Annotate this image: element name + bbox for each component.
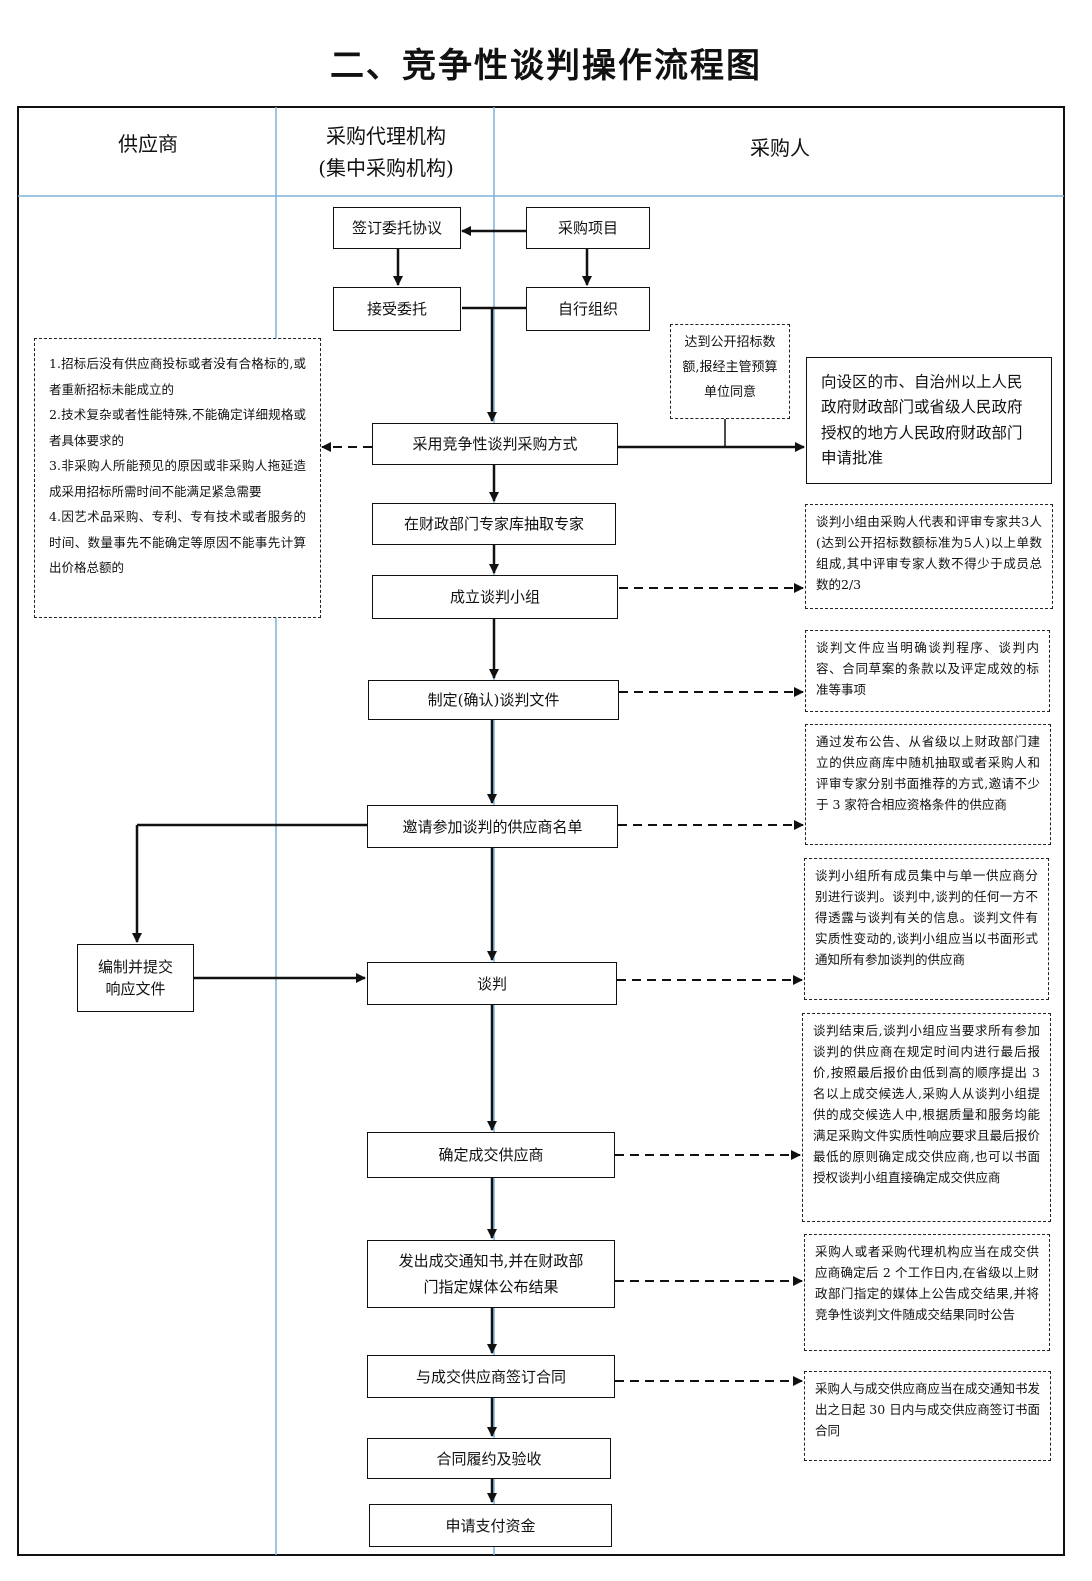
node-sign-contract: 与成交供应商签订合同	[367, 1355, 615, 1398]
note-determine: 谈判结束后,谈判小组应当要求所有参加谈判的供应商在规定时间内进行最后报价,按照最…	[802, 1013, 1051, 1222]
note-condition-2: 2.技术复杂或者性能特殊,不能确定详细规格或者具体要求的	[49, 407, 306, 448]
note-threshold: 达到公开招标数额,报经主管预算单位同意	[670, 324, 790, 419]
note-announce: 采购人或者采购代理机构应当在成交供应商确定后 2 个工作日内,在省级以上财政部门…	[804, 1234, 1050, 1351]
node-negotiate: 谈判	[367, 962, 617, 1005]
lane-header-agency-line2: (集中采购机构)	[318, 156, 454, 180]
note-conditions: 1.招标后没有供应商投标或者没有合格标的,或者重新招标未能成立的 2.技术复杂或…	[34, 338, 321, 618]
node-form-team: 成立谈判小组	[372, 575, 618, 619]
note-invite: 通过发布公告、从省级以上财政部门建立的供应商库中随机抽取或者采购人和评审专家分别…	[805, 724, 1051, 845]
node-prepare-response-line2: 响应文件	[105, 980, 166, 998]
node-sign-agreement: 签订委托协议	[333, 207, 461, 249]
node-draw-experts: 在财政部门专家库抽取专家	[372, 503, 616, 545]
lane-header-purchaser: 采购人	[750, 136, 810, 160]
node-accept-entrust: 接受委托	[333, 287, 461, 331]
lane-header-supplier: 供应商	[118, 132, 178, 156]
node-issue-notice: 发出成交通知书,并在财政部 门指定媒体公布结果	[367, 1240, 615, 1308]
node-self-organize: 自行组织	[526, 287, 650, 331]
lane-header-agency: 采购代理机构 (集中采购机构)	[278, 120, 494, 184]
note-condition-1: 1.招标后没有供应商投标或者没有合格标的,或者重新招标未能成立的	[49, 356, 306, 397]
node-issue-notice-line1: 发出成交通知书,并在财政部	[398, 1252, 584, 1270]
node-issue-notice-line2: 门指定媒体公布结果	[423, 1278, 559, 1296]
lane-header-agency-line1: 采购代理机构	[326, 124, 446, 148]
node-apply-payment: 申请支付资金	[369, 1504, 612, 1547]
note-team: 谈判小组由采购人代表和评审专家共3人(达到公开招标数额标准为5人)以上单数组成,…	[805, 504, 1053, 609]
node-make-docs: 制定(确认)谈判文件	[368, 680, 619, 720]
outer-frame	[17, 106, 1065, 1556]
node-prepare-response: 编制并提交 响应文件	[77, 944, 194, 1012]
node-adopt-method: 采用竞争性谈判采购方式	[372, 423, 618, 465]
note-condition-4: 4.因艺术品采购、专利、专有技术或者服务的时间、数量事先不能确定等原因不能事先计…	[49, 509, 306, 575]
note-contract: 采购人与成交供应商应当在成交通知书发出之日起 30 日内与成交供应商签订书面合同	[804, 1371, 1051, 1461]
note-condition-3: 3.非采购人所能预见的原因或非采购人拖延造成采用招标所需时间不能满足紧急需要	[49, 458, 306, 499]
node-determine-supplier: 确定成交供应商	[367, 1132, 615, 1178]
node-perform-accept: 合同履约及验收	[367, 1438, 611, 1479]
node-prepare-response-line1: 编制并提交	[97, 958, 173, 976]
node-invite-list: 邀请参加谈判的供应商名单	[367, 805, 618, 848]
node-project: 采购项目	[526, 207, 650, 249]
note-approval: 向设区的市、自治州以上人民政府财政部门或省级人民政府授权的地方人民政府财政部门申…	[806, 357, 1052, 484]
note-docs: 谈判文件应当明确谈判程序、谈判内容、合同草案的条款以及评定成效的标准等事项	[805, 630, 1050, 712]
page-title: 二、竞争性谈判操作流程图	[330, 46, 762, 86]
note-negotiate: 谈判小组所有成员集中与单一供应商分别进行谈判。谈判中,谈判的任何一方不得透露与谈…	[804, 858, 1049, 1000]
